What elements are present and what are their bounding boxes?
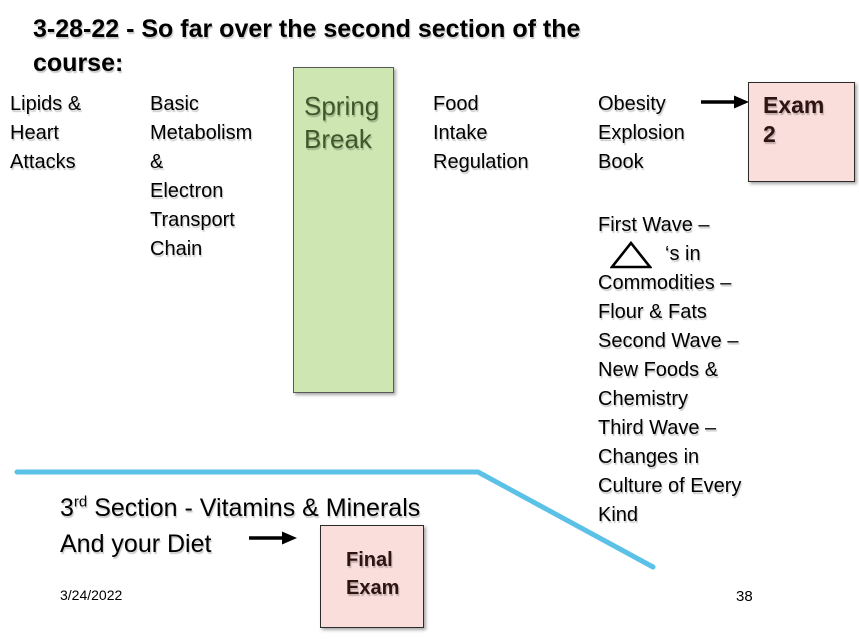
spring-break-label: Spring Break — [304, 91, 380, 154]
third-section-line2: And your Diet — [60, 530, 212, 558]
final-exam-box: Final Exam — [320, 525, 424, 628]
third-section-ordinal: rd — [73, 493, 88, 511]
exam2-box: Exam 2 — [748, 82, 855, 182]
third-section-text: 3rd Section - Vitamins & Minerals And yo… — [60, 490, 530, 562]
delta-triangle-icon — [610, 241, 652, 269]
exam2-label: Exam 2 — [763, 92, 825, 147]
third-section-number: 3 — [60, 494, 74, 522]
delta-changes-row: ‘s in — [598, 240, 856, 269]
food-waves-text-block: First Wave – ‘s in Commodities – Flour &… — [598, 211, 856, 530]
delta-suffix-text: ‘s in — [665, 243, 701, 265]
waves-remaining-text: Commodities – Flour & Fats Second Wave –… — [598, 272, 742, 526]
first-wave-line: First Wave – — [598, 214, 710, 236]
arrow-right-icon — [249, 531, 297, 545]
topic-lipids-heart-attacks: Lipids & Heart Attacks — [10, 93, 82, 173]
arrow-right-icon — [701, 95, 749, 109]
page-number: 38 — [736, 588, 753, 605]
final-exam-label: Final Exam — [346, 549, 400, 599]
topic-basic-metabolism: Basic Metabolism & Electron Transport Ch… — [150, 93, 253, 260]
section-divider-line-icon — [14, 469, 656, 570]
topic-obesity-explosion-book: Obesity Explosion Book — [598, 93, 685, 173]
third-section-line1: Section - Vitamins & Minerals — [87, 494, 421, 522]
spring-break-box: Spring Break — [293, 67, 394, 393]
slide-date: 3/24/2022 — [60, 587, 123, 603]
topic-food-intake-regulation: Food Intake Regulation — [433, 93, 529, 173]
slide-title: 3-28-22 - So far over the second section… — [33, 15, 581, 77]
